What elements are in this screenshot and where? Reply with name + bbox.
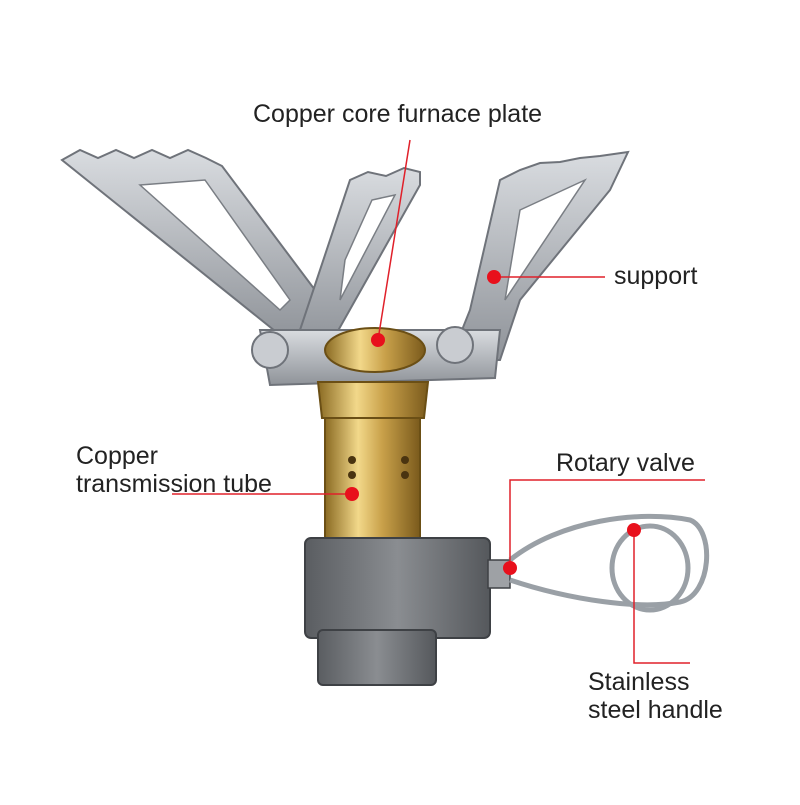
- plate-marker-icon: [371, 333, 385, 347]
- support-marker-icon: [487, 270, 501, 284]
- tube-vent-holes: [348, 456, 409, 479]
- leader-valve: [509, 479, 705, 568]
- right-screw-icon: [436, 326, 474, 364]
- left-support-arm: [60, 148, 332, 342]
- handle-marker-icon: [627, 523, 641, 537]
- label-stainless-handle: Stainless steel handle: [588, 668, 723, 724]
- regulator-body: [304, 537, 511, 686]
- stainless-handle-loop: [508, 513, 710, 613]
- label-tube-line2: transmission tube: [76, 470, 272, 498]
- middle-support-arm: [298, 166, 421, 347]
- label-rotary-valve: Rotary valve: [556, 449, 695, 477]
- label-support-text: support: [614, 262, 698, 290]
- label-valve-text: Rotary valve: [556, 449, 695, 477]
- label-handle-line2: steel handle: [588, 696, 723, 724]
- label-support: support: [614, 262, 697, 290]
- leader-lines: [172, 139, 705, 664]
- valve-marker-icon: [503, 561, 517, 575]
- copper-core-plate: [324, 327, 426, 373]
- label-plate-text: Copper core furnace plate: [253, 100, 543, 128]
- left-screw-icon: [251, 331, 289, 369]
- tube-marker-icon: [345, 487, 359, 501]
- label-copper-tube: Copper transmission tube: [76, 442, 272, 498]
- right-support-arm: [448, 150, 630, 361]
- red-markers: [345, 270, 641, 575]
- label-copper-core-plate: Copper core furnace plate: [253, 100, 542, 128]
- label-handle-line1: Stainless: [588, 668, 690, 696]
- label-tube-line1: Copper: [76, 442, 158, 470]
- brass-hex-nut: [316, 381, 430, 419]
- leader-handle: [633, 530, 690, 664]
- leader-plate: [377, 139, 411, 341]
